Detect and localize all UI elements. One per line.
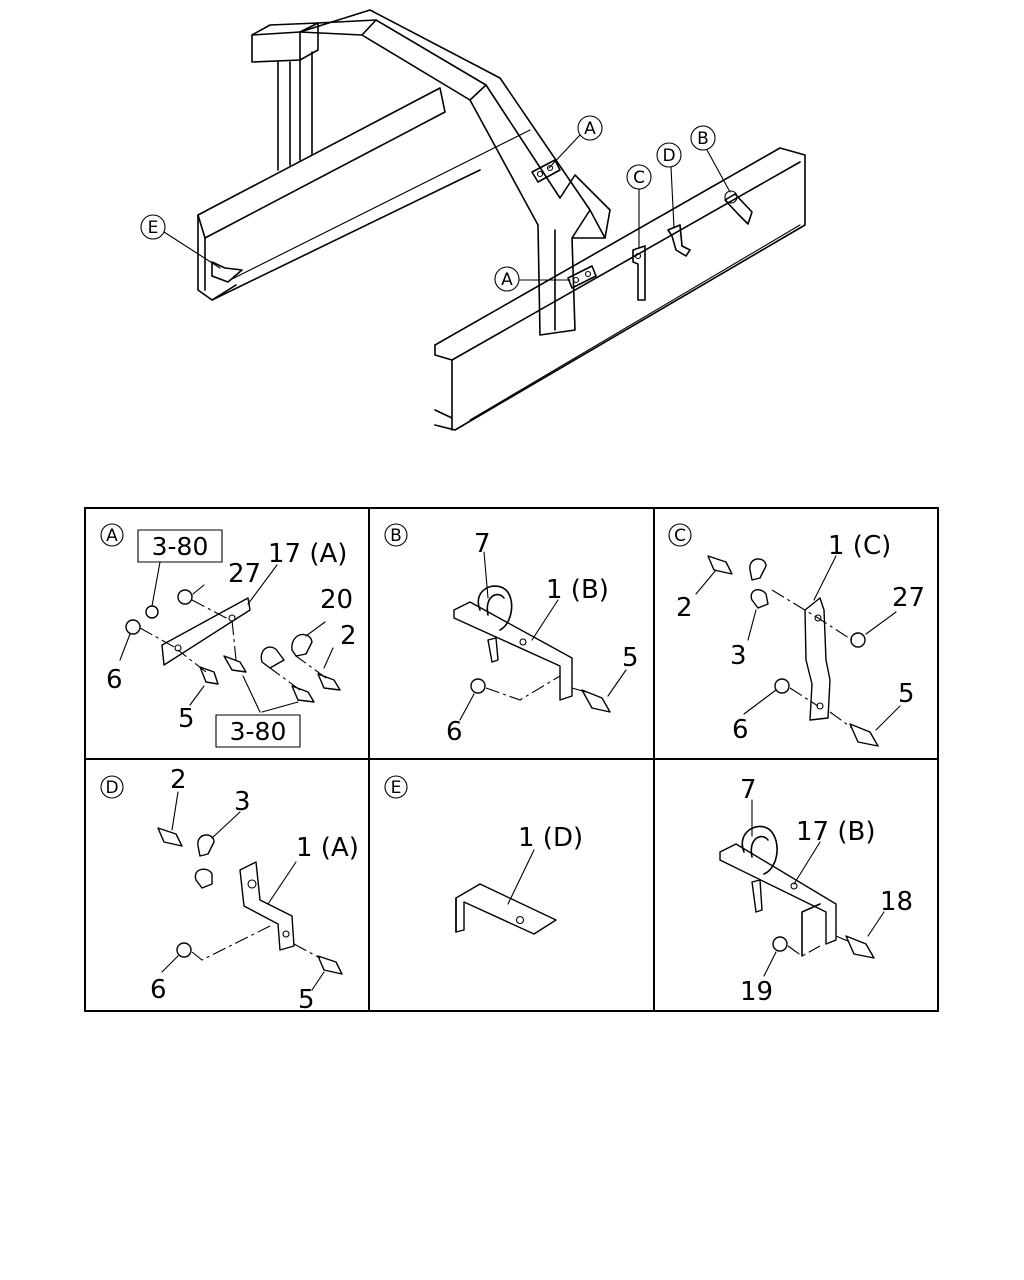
label-27: 27 xyxy=(228,559,261,589)
label-18: 18 xyxy=(880,887,913,917)
detail-panel-b: B 7 1 (B) 5 6 xyxy=(384,523,639,747)
panel-c-tag: C xyxy=(674,526,686,546)
label-27: 27 xyxy=(892,583,925,613)
label-1a: 1 (A) xyxy=(296,833,359,863)
ref-box-top xyxy=(137,529,223,563)
panel-a-tag: A xyxy=(106,526,118,546)
label-5: 5 xyxy=(622,643,639,673)
label-19: 19 xyxy=(740,977,773,1007)
label-3: 3 xyxy=(730,641,747,671)
svg-text:A: A xyxy=(501,270,513,290)
svg-text:E: E xyxy=(148,218,159,238)
label-7: 7 xyxy=(740,775,757,805)
frame-overview xyxy=(197,9,806,431)
label-20: 20 xyxy=(320,585,353,615)
detail-panel-a: A 3-80 3-80 27 17 (A) 20 2 6 5 xyxy=(100,523,357,748)
ref-box-bottom xyxy=(215,714,301,748)
label-17b: 17 (B) xyxy=(796,817,875,847)
label-1c: 1 (C) xyxy=(828,531,891,561)
overview-callouts: A A B C D E xyxy=(140,115,731,292)
detail-panel-c: C 1 (C) 2 3 27 6 5 xyxy=(668,523,925,747)
panel-d-tag: D xyxy=(105,778,118,798)
ref-box-bottom-label: 3-80 xyxy=(230,717,287,746)
svg-text:A: A xyxy=(584,119,596,139)
callout-e: E xyxy=(140,214,221,269)
label-17a: 17 (A) xyxy=(268,539,347,569)
callout-a-lower: A xyxy=(494,266,571,292)
label-6: 6 xyxy=(150,975,167,1005)
label-6: 6 xyxy=(446,717,463,747)
panel-e-tag: E xyxy=(391,778,402,798)
callout-a-upper: A xyxy=(548,115,603,169)
detail-panel-f: 7 17 (B) 18 19 xyxy=(719,775,913,1007)
panel-b-tag: B xyxy=(390,526,402,546)
detail-panel-e: E 1 (D) xyxy=(384,775,583,935)
svg-text:C: C xyxy=(633,168,645,188)
label-2: 2 xyxy=(340,621,357,651)
label-1b: 1 (B) xyxy=(546,575,609,605)
label-6: 6 xyxy=(106,665,123,695)
label-5: 5 xyxy=(298,985,315,1015)
detail-panel-d: D 2 3 1 (A) 6 5 xyxy=(100,765,359,1015)
label-3: 3 xyxy=(234,787,251,817)
ref-box-top-label: 3-80 xyxy=(152,532,209,561)
label-6: 6 xyxy=(732,715,749,745)
callout-b: B xyxy=(690,125,731,193)
label-1d: 1 (D) xyxy=(518,823,583,853)
label-5: 5 xyxy=(178,704,195,734)
svg-text:B: B xyxy=(697,129,709,149)
callout-d: D xyxy=(656,142,682,229)
detail-grid xyxy=(84,507,939,1012)
label-5: 5 xyxy=(898,679,915,709)
label-2: 2 xyxy=(676,593,693,623)
callout-c: C xyxy=(626,164,652,249)
label-2: 2 xyxy=(170,765,187,795)
svg-text:D: D xyxy=(662,146,675,166)
label-7: 7 xyxy=(474,529,491,559)
